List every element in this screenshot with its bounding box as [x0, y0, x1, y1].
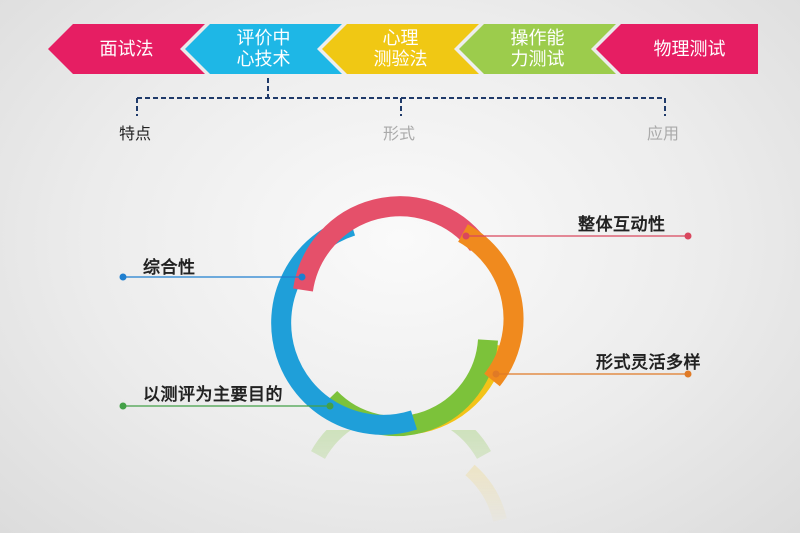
ring-arc-orange — [457, 224, 524, 387]
callout-dot-2-inner — [492, 370, 500, 378]
tab-label-1[interactable]: 评价中 心技术 — [210, 24, 317, 74]
callout-dot-3-inner — [326, 402, 334, 410]
callout-text-2: 形式灵活多样 — [596, 353, 701, 373]
callout-leader-0 — [462, 232, 692, 240]
tab-shape-4[interactable] — [596, 24, 758, 74]
tab-label-3[interactable]: 操作能 力测试 — [484, 24, 591, 74]
tab-label-3-line2: 力测试 — [510, 49, 565, 70]
tab-label-2-line1: 心理 — [382, 28, 419, 49]
tab-label-0[interactable]: 面试法 — [73, 24, 180, 74]
ring-reflection — [311, 398, 507, 522]
callout-dot-0-inner — [462, 232, 470, 240]
callout-dot-1-inner — [298, 273, 306, 281]
reflection-yellow-arc — [465, 464, 507, 522]
tab-label-2-line2: 测验法 — [373, 49, 428, 70]
bracket-label-0: 特点 — [119, 124, 152, 143]
callout-text-0: 整体互动性 — [578, 215, 666, 235]
callout-leader-2 — [492, 370, 692, 378]
callout-dot-0-outer — [684, 232, 692, 240]
callout-leader-1 — [119, 273, 306, 281]
ring-arc-pink — [293, 196, 486, 292]
tab-label-4[interactable]: 物理测试 — [621, 24, 758, 74]
callout-text-1: 综合性 — [143, 258, 196, 278]
bracket-label-1: 形式 — [383, 124, 416, 143]
chevron-tab-bar — [48, 24, 758, 74]
tab-shape-2[interactable] — [322, 24, 479, 74]
tab-shape-3[interactable] — [459, 24, 616, 74]
callout-leader-3 — [119, 402, 334, 410]
tab-shape-0[interactable] — [48, 24, 205, 74]
callout-dot-3-outer — [119, 402, 127, 410]
tab-label-1-line1: 评价中 — [236, 28, 291, 49]
bracket-label-2: 应用 — [647, 124, 680, 143]
callout-text-3: 以测评为主要目的 — [143, 385, 283, 405]
tab-label-2[interactable]: 心理 测验法 — [347, 24, 454, 74]
callout-dot-1-outer — [119, 273, 127, 281]
tab-shape-1[interactable] — [185, 24, 342, 74]
tab-label-0-line1: 面试法 — [99, 38, 154, 60]
callout-dot-2-outer — [684, 370, 692, 378]
tab-label-4-line1: 物理测试 — [653, 38, 726, 60]
reflection-green-arc — [311, 398, 491, 460]
ring-arc-blue — [271, 216, 418, 435]
tab-label-1-line2: 心技术 — [236, 49, 291, 70]
tab-label-3-line1: 操作能 — [510, 28, 565, 49]
